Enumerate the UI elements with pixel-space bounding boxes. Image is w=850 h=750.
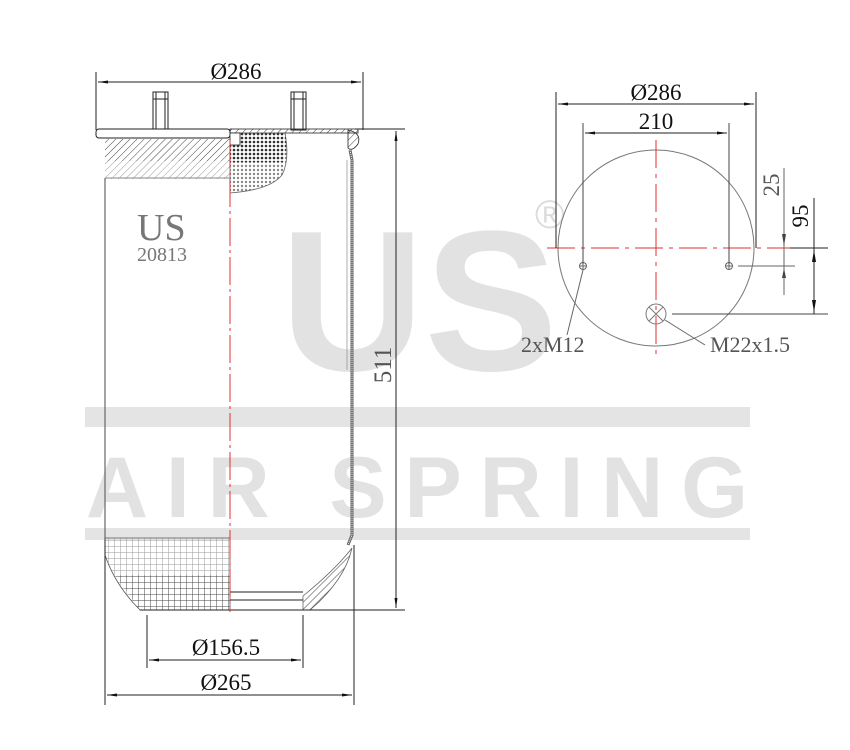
piston-grid-dark [115, 575, 230, 610]
top-plate-left [95, 128, 231, 139]
leader-bolts [566, 269, 584, 336]
bead-dots-dark [230, 133, 287, 162]
air-port [645, 303, 667, 325]
top-view: Ø286 210 25 95 2xM12 M22x1.5 [521, 80, 828, 358]
dim-top-diameter: Ø286 [210, 59, 261, 84]
dim-height: 511 [370, 347, 397, 384]
bead-hatch-dark [105, 139, 230, 161]
dim-bottom-inner-diameter: Ø156.5 [192, 635, 260, 660]
bottom-bead-hatch [302, 547, 353, 611]
stud-left [152, 91, 169, 131]
watermark-brand: US [280, 190, 558, 413]
callout-air-port: M22x1.5 [710, 332, 790, 357]
side-view: US 20813 Ø286 511 Ø156.5 Ø265 [95, 59, 405, 705]
leader-air-port [664, 319, 706, 346]
part-number: 20813 [137, 244, 187, 266]
dim-bolt-spacing: 210 [639, 109, 674, 134]
callout-bolts: 2xM12 [521, 332, 585, 357]
side-brand-label: US [137, 207, 186, 249]
dim-port-offset: 95 [788, 205, 813, 228]
bead-hatch-light [105, 161, 230, 179]
dim-bolt-offset: 25 [759, 174, 784, 197]
stud-right [290, 91, 307, 131]
top-plate-right [229, 128, 359, 134]
watermark-tagline: AIR SPRING [86, 440, 748, 536]
watermark-bar-top [85, 407, 750, 427]
dim-bottom-outer-diameter: Ø265 [200, 670, 251, 695]
watermark-bar-bottom [85, 528, 750, 540]
dim-top-view-diameter: Ø286 [630, 80, 681, 105]
